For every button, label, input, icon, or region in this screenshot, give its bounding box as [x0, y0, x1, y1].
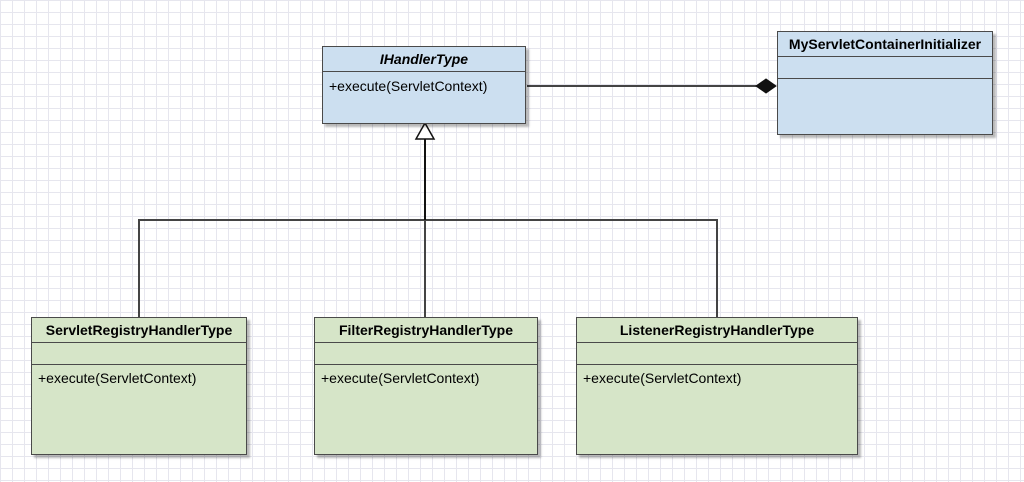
realization-line-listener — [425, 219, 718, 318]
method: +execute(ServletContext) — [321, 370, 480, 386]
attributes-section — [32, 343, 246, 365]
class-myservletcontainerinitializer[interactable]: MyServletContainerInitializer — [777, 31, 993, 135]
attributes-section — [778, 57, 992, 79]
attributes-section — [577, 343, 857, 365]
method: +execute(ServletContext) — [38, 370, 197, 386]
class-servletregistryhandlertype[interactable]: ServletRegistryHandlerType +execute(Serv… — [31, 317, 247, 455]
class-ihandlertype[interactable]: IHandlerType +execute(ServletContext) — [322, 46, 526, 124]
class-name: ListenerRegistryHandlerType — [577, 318, 857, 343]
class-name: ServletRegistryHandlerType — [32, 318, 246, 343]
realization-line-servlet — [138, 219, 425, 318]
attributes-section — [315, 343, 537, 365]
class-name: FilterRegistryHandlerType — [315, 318, 537, 343]
class-name: IHandlerType — [323, 47, 525, 72]
class-listenerregistryhandlertype[interactable]: ListenerRegistryHandlerType +execute(Ser… — [576, 317, 858, 455]
class-filterregistryhandlertype[interactable]: FilterRegistryHandlerType +execute(Servl… — [314, 317, 538, 455]
class-name: MyServletContainerInitializer — [778, 32, 992, 57]
method: +execute(ServletContext) — [329, 78, 488, 94]
composition-diamond — [755, 78, 777, 94]
method: +execute(ServletContext) — [583, 370, 742, 386]
realization-arrowhead — [414, 121, 436, 140]
